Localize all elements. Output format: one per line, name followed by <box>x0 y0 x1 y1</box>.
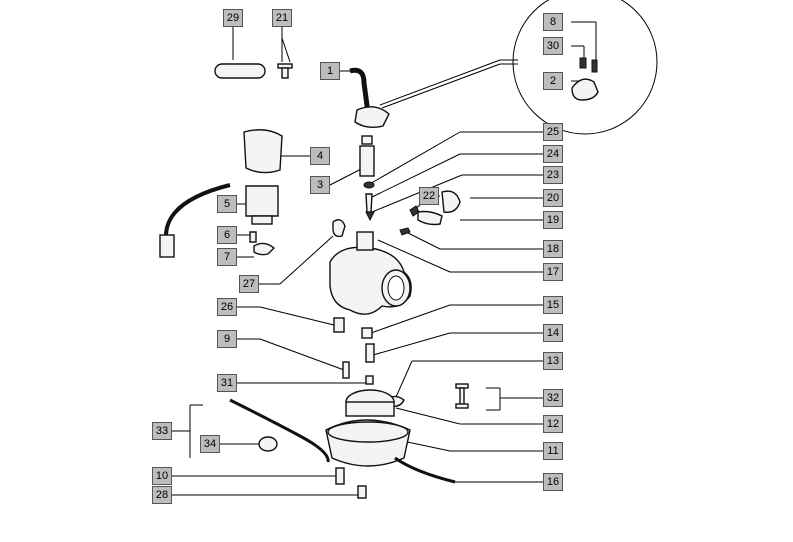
callout-4-label: 4 <box>316 150 324 162</box>
callout-12-label: 12 <box>546 418 560 430</box>
callout-5-label: 5 <box>223 198 231 210</box>
callout-3[interactable]: 3 <box>310 176 330 194</box>
callout-24-label: 24 <box>546 148 560 160</box>
callout-29-label: 29 <box>226 12 240 24</box>
callout-25-label: 25 <box>546 126 560 138</box>
callout-17[interactable]: 17 <box>543 263 563 281</box>
callout-18[interactable]: 18 <box>543 240 563 258</box>
callout-8[interactable]: 8 <box>543 13 563 31</box>
callout-14-label: 14 <box>546 327 560 339</box>
callout-31-label: 31 <box>220 377 234 389</box>
callout-2-label: 2 <box>549 75 557 87</box>
callout-13[interactable]: 13 <box>543 352 563 370</box>
callout-34[interactable]: 34 <box>200 435 220 453</box>
carburetor-parts <box>159 63 469 499</box>
callout-22-label: 22 <box>422 190 436 202</box>
callout-23[interactable]: 23 <box>543 166 563 184</box>
callout-30[interactable]: 30 <box>543 37 563 55</box>
callout-29[interactable]: 29 <box>223 9 243 27</box>
callout-16-label: 16 <box>546 476 560 488</box>
callout-2[interactable]: 2 <box>543 72 563 90</box>
callout-21[interactable]: 21 <box>272 9 292 27</box>
callout-26-label: 26 <box>220 301 234 313</box>
callout-27-label: 27 <box>242 278 256 290</box>
callout-15[interactable]: 15 <box>543 296 563 314</box>
callout-1[interactable]: 1 <box>320 62 340 80</box>
callout-11[interactable]: 11 <box>543 442 563 460</box>
callout-19-label: 19 <box>546 214 560 226</box>
callout-10[interactable]: 10 <box>152 467 172 485</box>
callout-18-label: 18 <box>546 243 560 255</box>
callout-28-label: 28 <box>155 489 169 501</box>
callout-5[interactable]: 5 <box>217 195 237 213</box>
callout-32[interactable]: 32 <box>543 389 563 407</box>
callout-13-label: 13 <box>546 355 560 367</box>
callout-14[interactable]: 14 <box>543 324 563 342</box>
callout-15-label: 15 <box>546 299 560 311</box>
callout-6-label: 6 <box>223 229 231 241</box>
callout-32-label: 32 <box>546 392 560 404</box>
callout-23-label: 23 <box>546 169 560 181</box>
callout-1-label: 1 <box>326 65 334 77</box>
callout-34-label: 34 <box>203 438 217 450</box>
callout-24[interactable]: 24 <box>543 145 563 163</box>
callout-7[interactable]: 7 <box>217 248 237 266</box>
callout-11-label: 11 <box>547 445 559 457</box>
callout-7-label: 7 <box>223 251 231 263</box>
callout-28[interactable]: 28 <box>152 486 172 504</box>
callout-10-label: 10 <box>155 470 169 482</box>
callout-19[interactable]: 19 <box>543 211 563 229</box>
callout-26[interactable]: 26 <box>217 298 237 316</box>
callout-12[interactable]: 12 <box>543 415 563 433</box>
callout-3-label: 3 <box>316 179 324 191</box>
callout-9-label: 9 <box>223 333 231 345</box>
callout-16[interactable]: 16 <box>543 473 563 491</box>
callout-25[interactable]: 25 <box>543 123 563 141</box>
callout-30-label: 30 <box>546 40 560 52</box>
callout-9[interactable]: 9 <box>217 330 237 348</box>
callout-22[interactable]: 22 <box>419 187 439 205</box>
callout-8-label: 8 <box>549 16 557 28</box>
callout-31[interactable]: 31 <box>217 374 237 392</box>
callout-21-label: 21 <box>275 12 289 24</box>
callout-4[interactable]: 4 <box>310 147 330 165</box>
detail-inset <box>512 0 658 135</box>
callout-20-label: 20 <box>546 192 560 204</box>
callout-6[interactable]: 6 <box>217 226 237 244</box>
callout-20[interactable]: 20 <box>543 189 563 207</box>
callout-33-label: 33 <box>155 425 169 437</box>
callout-33[interactable]: 33 <box>152 422 172 440</box>
callout-17-label: 17 <box>546 266 560 278</box>
callout-27[interactable]: 27 <box>239 275 259 293</box>
